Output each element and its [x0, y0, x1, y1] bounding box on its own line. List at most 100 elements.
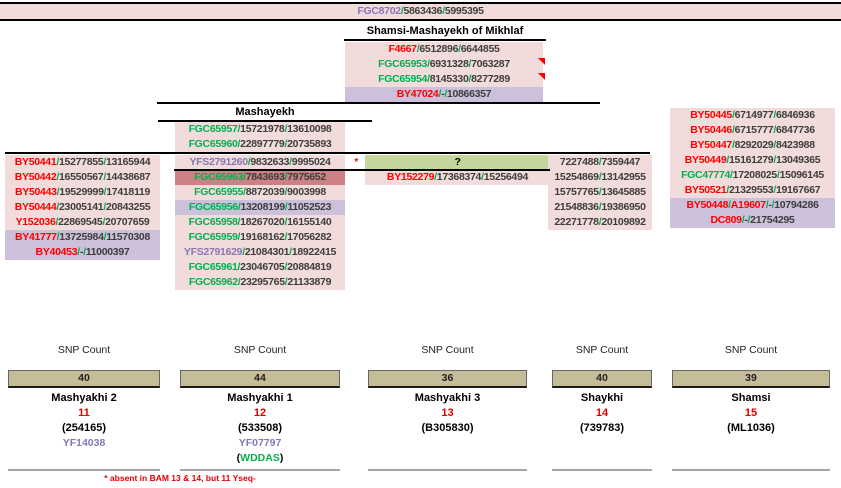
marker-text: 6644855: [460, 43, 500, 55]
marker-text: FGC65957: [188, 123, 238, 135]
marker-text: BY50448: [686, 199, 729, 211]
snp-count-label: SNP Count: [57, 344, 111, 356]
marker-row: FGC65957/15721978/13610098: [175, 122, 345, 137]
marker-row: BY50521/21329553/19167667: [670, 183, 835, 198]
marker-text: FGC65958: [188, 216, 238, 228]
marker-text: Y152036: [15, 216, 56, 228]
branch-name: Shaykhi: [580, 392, 624, 404]
separator-slash: /: [741, 214, 745, 226]
marker-text: DC809: [710, 214, 742, 226]
marker-text: BY50444: [14, 201, 57, 213]
separator-slash: /: [773, 184, 776, 196]
marker-row: BY50442/16550567/14438687: [5, 170, 160, 185]
marker-row: YFS2791629/21084301/18922415: [175, 245, 345, 260]
separator-slash: /: [56, 186, 60, 198]
marker-row: BY41777/13725984/11570308: [5, 230, 160, 245]
marker-text: 18267020: [240, 216, 285, 228]
separator-slash: /: [598, 186, 602, 198]
marker-text: 8277289: [471, 73, 510, 85]
separator-slash: /: [481, 171, 484, 183]
summary-column-shamsi: SNP Count 39 Shamsi 15 (ML1036): [672, 340, 830, 488]
separator-slash: /: [728, 199, 731, 211]
marker-text: 11000397: [85, 246, 130, 258]
marker-row: FGC8702/5863436/5995395: [0, 4, 841, 19]
marker-text: 17056282: [287, 231, 332, 243]
marker-row: F4667/6512896/6644855: [345, 42, 543, 57]
marker-text: 23046705: [240, 261, 285, 273]
separator-slash: /: [598, 216, 602, 228]
separator-slash: /: [237, 261, 241, 273]
marker-text: 15721978: [240, 123, 285, 135]
marker-text: 11052523: [287, 201, 332, 213]
separator-slash: /: [400, 5, 404, 17]
separator-slash: /: [730, 169, 733, 181]
separator-slash: /: [765, 199, 769, 211]
marker-text: 21133879: [287, 276, 332, 288]
marker-text: FGC65960: [188, 138, 238, 150]
separator-slash: /: [102, 216, 106, 228]
separator-slash: /: [598, 171, 602, 183]
marker-text: YFS2791260: [189, 156, 248, 168]
separator-slash: /: [77, 246, 80, 258]
marker-text: 13049365: [775, 154, 821, 166]
connector-line-under-question: [174, 169, 550, 171]
marker-text: ?: [454, 156, 461, 168]
marker-text: FGC65961: [188, 261, 238, 273]
marker-row: FGC65954/8145330/8277289: [345, 72, 545, 87]
summary-column-mashyakhi-2: SNP Count 40 Mashyakhi 2 11 (254165) YF1…: [8, 340, 160, 488]
marker-text: 23295765: [240, 276, 285, 288]
marker-row: BY50441/15277855/13165944: [5, 155, 160, 170]
marker-text: 15256494: [483, 171, 529, 183]
marker-text: BY50449: [684, 154, 727, 166]
marker-text: 19167667: [775, 184, 821, 196]
marker-row: FGC65962/23295765/21133879: [175, 275, 345, 290]
separator-slash: /: [56, 201, 60, 213]
separator-slash: /: [284, 123, 288, 135]
separator-slash: /: [468, 58, 472, 70]
separator-slash: /: [773, 124, 776, 136]
marker-text: 8423988: [775, 139, 815, 151]
marker-row: 7227488/7359447: [548, 155, 652, 170]
separator-slash: /: [773, 154, 776, 166]
marker-text: 6847736: [775, 124, 815, 136]
marker-text: 20884819: [287, 261, 332, 273]
branch-number: 14: [595, 407, 609, 419]
marker-text: -: [768, 199, 772, 211]
marker-row: 15254869/13142955: [548, 170, 652, 185]
group-title-mashayekh: Mashayekh: [158, 105, 372, 122]
separator-slash: /: [103, 201, 106, 213]
marker-text: 22271778: [554, 216, 599, 228]
marker-text: 18922415: [291, 246, 337, 258]
yfull-id: YF14038: [62, 437, 106, 449]
kit-number: (254165): [61, 422, 107, 434]
separator-slash: /: [103, 231, 107, 243]
marker-text: A19607: [730, 199, 766, 211]
separator-slash: /: [103, 156, 106, 168]
marker-row: BY50449/15161279/13049365: [670, 153, 835, 168]
marker-text: 10866357: [446, 88, 492, 100]
marker-text: 9003998: [287, 186, 326, 198]
separator-slash: /: [598, 201, 602, 213]
marker-text: BY50441: [14, 156, 57, 168]
marker-row: FGC65953/6931328/7063287: [345, 57, 545, 72]
marker-text: BY47024: [396, 88, 439, 100]
separator-slash: /: [56, 171, 60, 183]
marker-text: FGC65959: [188, 231, 238, 243]
marker-row: FGC47774/17208025/15096145: [670, 168, 835, 183]
marker-row: BY50443/19529999/17418119: [5, 185, 160, 200]
marker-row: BY50447/8292029/8423988: [670, 138, 835, 153]
marker-row: BY50448/A19607/-/10794286: [670, 198, 835, 213]
marker-text: 17418119: [106, 186, 150, 198]
marker-text: FGC65956: [188, 201, 238, 213]
marker-text: 7063287: [471, 58, 510, 70]
group-title-shamsi-mashayekh: Shamsi-Mashayekh of Mikhlaf: [344, 24, 546, 41]
branch-name: Shamsi: [731, 392, 771, 404]
marker-text: YFS2791629: [183, 246, 243, 258]
root-snp-bar: FGC8702/5863436/5995395: [0, 2, 841, 21]
separator-slash: /: [598, 156, 602, 168]
marker-text: 20735893: [287, 138, 332, 150]
separator-slash: /: [776, 169, 780, 181]
marker-text: BY50447: [690, 139, 732, 151]
marker-text: F4667: [388, 43, 417, 55]
